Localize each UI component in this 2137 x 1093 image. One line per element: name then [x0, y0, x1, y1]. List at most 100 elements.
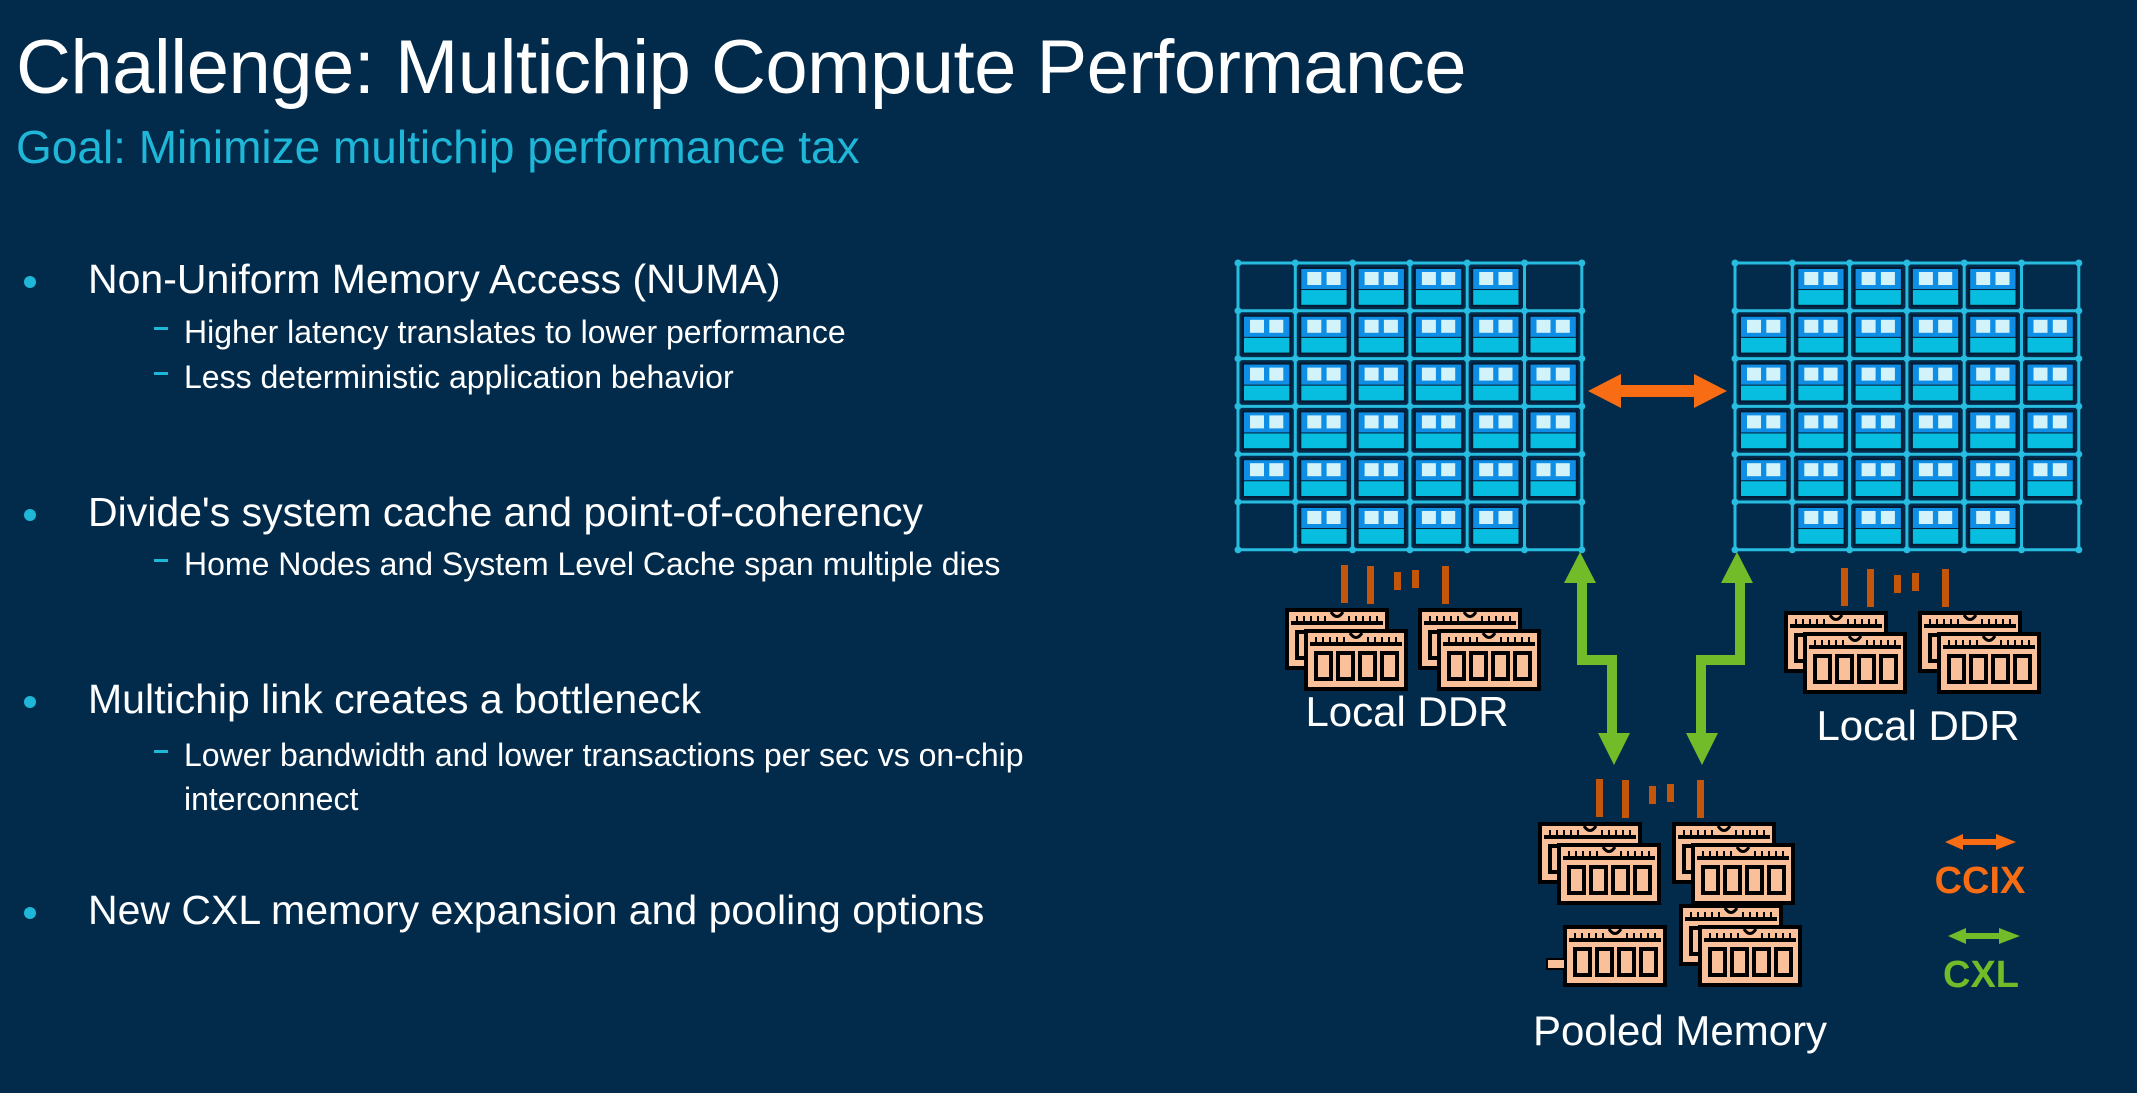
sub-bullet-text: Less deterministic application behavior	[184, 359, 734, 395]
cpu-core-icon	[1910, 314, 1961, 355]
mesh-node	[1578, 307, 1586, 315]
cpu-core-icon	[1853, 267, 1903, 307]
mesh-node	[1788, 259, 1796, 267]
cpu-core-icon	[1739, 362, 1789, 403]
mesh-node	[1349, 498, 1357, 506]
mesh-node	[1234, 402, 1242, 410]
mesh-node	[1463, 259, 1471, 267]
mesh-node	[1788, 498, 1796, 506]
cpu-core-icon	[1853, 506, 1903, 546]
mesh-node	[1406, 259, 1414, 267]
dimm-icon	[1287, 610, 1406, 689]
mesh-node	[1731, 259, 1739, 267]
cpu-core-icon	[1299, 267, 1349, 307]
mesh-node	[2075, 546, 2083, 554]
mesh-node	[1521, 259, 1528, 267]
memory-channel-pins-icon	[1596, 779, 1704, 818]
cpu-core-icon	[1299, 314, 1349, 355]
mesh-node	[1731, 450, 1739, 458]
mesh-node	[2018, 546, 2025, 554]
cpu-core-icon	[1853, 410, 1903, 451]
mesh-node	[1960, 402, 1968, 410]
mesh-node	[1903, 259, 1911, 267]
cpu-core-icon	[1242, 362, 1292, 403]
cxl-link-arrow-left	[1564, 552, 1630, 765]
cpu-core-icon	[1968, 410, 2018, 451]
sub-bullet-text: interconnect	[184, 781, 359, 817]
mesh-node	[1846, 259, 1854, 267]
cpu-core-icon	[1910, 458, 1961, 498]
sub-bullet-text: Higher latency translates to lower perfo…	[184, 314, 846, 350]
cpu-core-icon	[1242, 458, 1292, 498]
mesh-node	[1349, 450, 1357, 458]
mesh-node	[1788, 307, 1796, 315]
mesh-node	[1406, 450, 1414, 458]
cpu-core-icon	[1796, 314, 1846, 355]
cpu-core-icon	[1413, 506, 1464, 546]
cpu-core-icon	[1968, 458, 2018, 498]
mesh-node	[2075, 402, 2083, 410]
cpu-core-icon	[2025, 314, 2075, 355]
mesh-node	[1234, 498, 1242, 506]
mesh-node	[1349, 355, 1357, 363]
cxl-link-arrow-right	[1686, 552, 1753, 765]
cpu-core-icon	[1528, 410, 1578, 451]
mesh-node	[2075, 450, 2083, 458]
dimm-icon	[1920, 613, 2039, 692]
mesh-node	[1788, 355, 1796, 363]
bullet-text: Non-Uniform Memory Access (NUMA)	[88, 256, 781, 302]
mesh-node	[2075, 307, 2083, 315]
mesh-node	[2075, 259, 2083, 267]
local-ddr-right: Local DDR	[1786, 568, 2039, 749]
mesh-node	[1521, 355, 1528, 363]
local-ddr-right-label: Local DDR	[1816, 702, 2019, 749]
cpu-core-icon	[1356, 506, 1406, 546]
mesh-node	[1903, 498, 1911, 506]
cpu-core-icon	[1471, 506, 1521, 546]
cpu-core-icon	[1910, 506, 1961, 546]
mesh-node	[1291, 259, 1299, 267]
mesh-node	[1291, 307, 1299, 315]
cpu-core-icon	[1796, 410, 1846, 451]
cpu-core-icon	[1356, 362, 1406, 403]
cpu-core-icon	[1796, 362, 1846, 403]
mesh-node	[1406, 402, 1414, 410]
mesh-node	[1846, 402, 1854, 410]
mesh-node	[1578, 402, 1586, 410]
mesh-node	[1903, 402, 1911, 410]
cpu-core-icon	[1471, 410, 1521, 451]
bullet-text: Multichip link creates a bottleneck	[88, 676, 702, 722]
mesh-node	[1291, 498, 1299, 506]
mesh-node	[2018, 450, 2025, 458]
cpu-core-icon	[1528, 362, 1578, 403]
mesh-node	[1291, 450, 1299, 458]
mesh-node	[1731, 355, 1739, 363]
mesh-node	[1578, 546, 1586, 554]
mesh-node	[1846, 307, 1854, 315]
cpu-core-icon	[1471, 267, 1521, 307]
mesh-node	[1349, 307, 1357, 315]
mesh-node	[1960, 546, 1968, 554]
mesh-node	[1731, 498, 1739, 506]
dimm-icon	[1420, 610, 1539, 689]
mesh-node	[1234, 259, 1242, 267]
cpu-core-icon	[1968, 362, 2018, 403]
chip-left	[1234, 259, 1586, 554]
cpu-core-icon	[1910, 267, 1961, 307]
pooled-memory-label: Pooled Memory	[1533, 1007, 1827, 1054]
cpu-core-icon	[2025, 410, 2075, 451]
sub-bullet-text: Lower bandwidth and lower transactions p…	[184, 737, 1024, 773]
mesh-node	[1463, 450, 1471, 458]
mesh-node	[2018, 498, 2025, 506]
chip-right	[1731, 259, 2083, 554]
cpu-core-icon	[1413, 410, 1464, 451]
cpu-core-icon	[1528, 314, 1578, 355]
cpu-core-icon	[1528, 458, 1578, 498]
bullet-text: Divide's system cache and point-of-coher…	[88, 489, 924, 535]
dash-icon	[154, 559, 168, 562]
bullet-text: New CXL memory expansion and pooling opt…	[88, 887, 985, 933]
slide-subtitle: Goal: Minimize multichip performance tax	[16, 121, 860, 173]
local-ddr-left: Local DDR	[1287, 565, 1539, 735]
mesh-node	[1349, 259, 1357, 267]
